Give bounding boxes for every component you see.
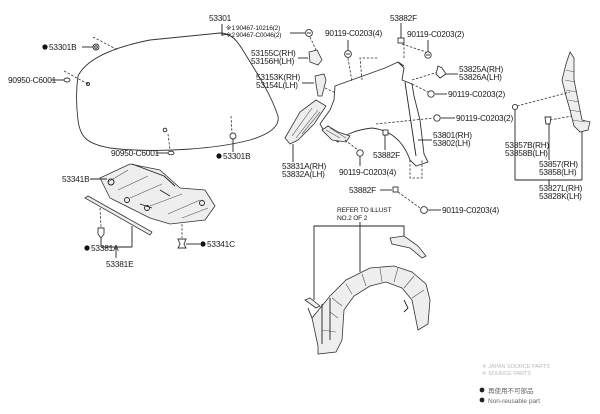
bolt-top[interactable] [344,50,352,58]
clip-lower[interactable] [392,186,399,193]
label-hood-seal-clip[interactable]: 53381A [91,243,119,253]
label-seal-mid-rh[interactable]: 53153K(RH) [256,72,301,82]
hood-cushion-lower[interactable] [167,150,175,156]
cover-clip[interactable] [544,116,552,125]
legend-faint-line1: ※ JAPAN SOURCE PARTS [482,363,550,370]
label-hood[interactable]: 53301 [209,13,232,23]
label-fender-lh[interactable]: 53802(LH) [433,138,471,148]
label-protector-lh[interactable]: 53832A(LH) [282,169,325,179]
fender-liner-strip[interactable] [321,125,351,143]
label-screw-note-2[interactable]: 90467-C0046(2) [236,32,281,39]
front-fender[interactable] [319,40,429,167]
legend: ※ JAPAN SOURCE PARTS ※ SOURCE PARTS 再使用不… [479,363,550,405]
label-bracket-lh[interactable]: 53826A(LH) [459,72,502,82]
fender-bracket[interactable] [435,65,447,79]
fender-protector[interactable] [284,99,327,145]
hood-panel[interactable] [76,25,279,151]
bolt-top-right[interactable] [424,51,432,59]
fender-side-panel[interactable] [561,51,591,133]
legend-faint-line2: ※ SOURCE PARTS [482,370,531,377]
hood-bumper-right[interactable] [229,132,237,140]
label-fender-rh[interactable]: 53801(RH) [433,130,472,140]
screw[interactable] [305,29,313,37]
screw-note-1-mark: ※1 [226,25,235,32]
label-seal-mid-lh[interactable]: 53154L(LH) [256,80,298,90]
label-seal-side-rh[interactable]: 53857B(RH) [505,140,550,150]
bolt-lower[interactable] [420,206,428,214]
label-clip-mid[interactable]: 53882F [373,150,400,160]
hood-seal-clip[interactable] [97,227,105,239]
label-seal-side-lh[interactable]: 53858B(LH) [505,148,548,158]
hood-insulator[interactable] [99,163,216,225]
refer-note-line1[interactable]: REFER TO ILLUST [337,207,392,214]
fender-liner[interactable] [304,265,431,355]
legend-item-jp: 再使用不可部品 [488,386,534,395]
non-reusable-bullet [479,387,485,393]
hood-seal[interactable] [84,195,153,236]
label-clip-top[interactable]: 53882F [390,13,417,23]
label-hood-cushion-upper[interactable]: 90950-C6001 [8,75,57,85]
clip-top[interactable] [397,37,405,44]
non-reusable-mark [216,153,222,159]
label-protector-rh[interactable]: 53831A(RH) [282,161,327,171]
bolt-right-2[interactable] [433,114,441,122]
label-cover-lh[interactable]: 53858(LH) [539,167,577,177]
label-side-panel-rh[interactable]: 53827L(RH) [539,183,583,193]
hood-cushion-upper[interactable] [63,77,71,83]
label-bolt-mid[interactable]: 90119-C0203(4) [339,167,397,177]
label-bolt-right-1[interactable]: 90119-C0203(2) [448,89,506,99]
fender-liner-seal[interactable] [389,235,427,259]
hood-seal-mid[interactable] [314,73,327,97]
seal-side-clip[interactable] [511,103,519,111]
non-reusable-mark [42,44,48,50]
label-bolt-top-right[interactable]: 90119-C0203(2) [407,29,465,39]
clip-mid[interactable] [382,129,389,136]
label-screw-note-1[interactable]: 90467-10216(2) [236,25,280,32]
label-hood-bumper-left[interactable]: 53301B [49,42,77,52]
label-bolt-right-2[interactable]: 90119-C0203(2) [456,113,514,123]
bolt-mid[interactable] [356,149,364,157]
hood-seal-upper[interactable] [308,49,323,66]
label-side-panel-lh[interactable]: 53828K(LH) [539,191,582,201]
label-bracket-rh[interactable]: 53825A(RH) [459,64,504,74]
label-seal-upper-lh[interactable]: 53156H(LH) [251,56,295,66]
bolt-right-1[interactable] [427,90,435,98]
label-insulator-clip[interactable]: 53341C [207,239,235,249]
non-reusable-bullet [479,397,485,403]
label-hood-bumper-right[interactable]: 53301B [223,151,251,161]
non-reusable-mark [84,245,90,251]
label-hood-seal[interactable]: 53381E [106,259,134,269]
label-hood-insulator[interactable]: 53341B [62,174,90,184]
insulator-clip[interactable] [177,238,187,249]
non-reusable-mark [200,241,206,247]
legend-item-en: Non-reusable part [488,398,540,405]
label-bolt-lower[interactable]: 90119-C0203(4) [442,205,500,215]
screw-note-2-mark: ※2 [226,32,235,39]
label-hood-cushion-lower[interactable]: 90950-C6001 [111,148,160,158]
label-clip-lower[interactable]: 53882F [349,185,376,195]
label-cover-rh[interactable]: 53857(RH) [539,159,578,169]
label-bolt-top[interactable]: 90119-C0203(4) [325,28,383,38]
hood-bumper-left[interactable] [92,43,100,51]
label-seal-upper-rh[interactable]: 53155C(RH) [251,48,296,58]
refer-note-line2[interactable]: NO.2 OF 2 [337,215,368,222]
